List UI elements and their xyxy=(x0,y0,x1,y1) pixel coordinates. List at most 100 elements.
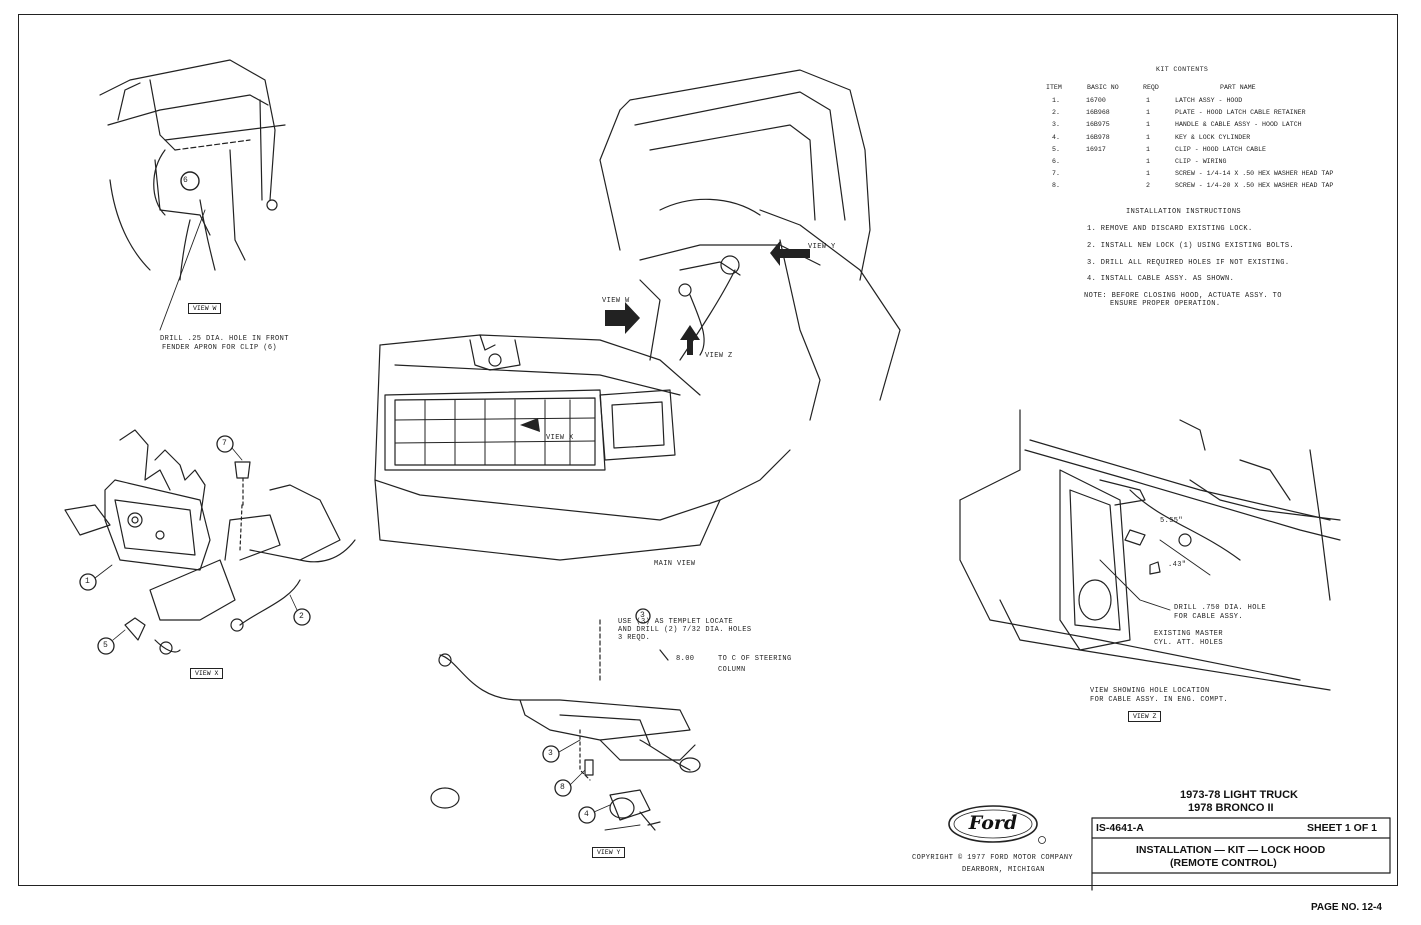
kit-cell-reqd: 1 xyxy=(1146,170,1150,178)
kit-cell-basic-no: 16B975 xyxy=(1086,121,1110,129)
view-y-label: VIEW Y xyxy=(592,847,626,858)
sheet-number: SHEET 1 OF 1 xyxy=(1307,822,1378,834)
view-z-master-line2: CYL. ATT. HOLES xyxy=(1154,639,1224,647)
view-z-drill-line1: DRILL .750 DIA. HOLE xyxy=(1174,604,1267,612)
kit-cell-part-name: SCREW - 1/4-14 X .50 HEX WASHER HEAD TAP xyxy=(1175,170,1334,178)
kit-cell-part-name: PLATE - HOOD LATCH CABLE RETAINER xyxy=(1175,109,1306,117)
instruction-step-4: 4. INSTALL CABLE ASSY. AS SHOWN. xyxy=(1087,275,1235,283)
kit-cell-basic-no: 16917 xyxy=(1086,145,1106,153)
kit-cell-basic-no: 16700 xyxy=(1086,97,1106,104)
view-y-dimension: 8.00 xyxy=(676,655,695,663)
copyright-line1: COPYRIGHT © 1977 FORD MOTOR COMPANY xyxy=(912,854,1074,862)
drawing-frame xyxy=(18,14,1398,886)
kit-header-part: PART NAME xyxy=(1220,84,1256,91)
view-z-label: VIEW Z xyxy=(1128,711,1162,722)
kit-header-reqd: REQD xyxy=(1143,84,1159,91)
main-view-drawing xyxy=(374,69,901,561)
instruction-step-1: 1. REMOVE AND DISCARD EXISTING LOCK. xyxy=(1087,225,1253,233)
kit-cell-reqd: 1 xyxy=(1146,158,1150,165)
kit-cell-item: 7. xyxy=(1052,170,1060,178)
main-view-y-label: VIEW Y xyxy=(808,243,836,251)
view-y-drawing xyxy=(430,619,701,831)
view-z-drill-line2: FOR CABLE ASSY. xyxy=(1174,613,1244,621)
kit-row: 4. 16B978 1 KEY & LOCK CYLINDER xyxy=(1040,134,1360,145)
view-w-drawing xyxy=(99,59,286,331)
view-z-caption-line1: VIEW SHOWING HOLE LOCATION xyxy=(1090,687,1210,695)
view-x-drawing xyxy=(64,429,356,655)
view-y-item-3-top: 3 xyxy=(640,611,646,620)
instructions-title: INSTALLATION INSTRUCTIONS xyxy=(1126,208,1242,216)
view-x-item-5: 5 xyxy=(103,641,109,650)
kit-cell-reqd: 2 xyxy=(1146,182,1150,190)
view-y-templet-line3: 3 REQD. xyxy=(618,634,651,642)
kit-header-row: ITEM BASIC NO REQD PART NAME xyxy=(1040,84,1360,95)
kit-row: 5. 16917 1 CLIP - HOOD LATCH CABLE xyxy=(1040,146,1360,157)
instruction-step-3: 3. DRILL ALL REQUIRED HOLES IF NOT EXIST… xyxy=(1087,259,1290,267)
kit-cell-reqd: 1 xyxy=(1146,133,1150,141)
view-z-caption-line2: FOR CABLE ASSY. IN ENG. COMPT. xyxy=(1090,696,1229,704)
kit-cell-part-name: HANDLE & CABLE ASSY - HOOD LATCH xyxy=(1175,121,1302,129)
drawing-number: IS-4641-A xyxy=(1096,822,1144,834)
kit-header-item: ITEM xyxy=(1046,84,1062,91)
vehicle-line1: 1973-78 LIGHT TRUCK xyxy=(1180,789,1298,801)
main-view-w-label: VIEW W xyxy=(602,297,630,305)
instruction-note-line2: ENSURE PROPER OPERATION. xyxy=(1110,300,1221,308)
view-z-drawing xyxy=(959,409,1341,691)
kit-cell-item: 8. xyxy=(1052,182,1060,190)
instruction-note-line1: NOTE: BEFORE CLOSING HOOD, ACTUATE ASSY.… xyxy=(1084,292,1282,300)
view-y-templet-line1: USE (3) AS TEMPLET LOCATE xyxy=(618,618,734,626)
kit-row: 7. 1 SCREW - 1/4-14 X .50 HEX WASHER HEAD … xyxy=(1040,170,1360,181)
view-w-callout-line2: FENDER APRON FOR CLIP (6) xyxy=(162,344,278,352)
view-y-dim-line2: COLUMN xyxy=(718,666,746,674)
view-y-item-4: 4 xyxy=(584,810,590,819)
view-y-item-8: 8 xyxy=(560,783,566,792)
view-y-dim-line1: TO C OF STEERING xyxy=(718,655,792,663)
view-z-dim2: .43" xyxy=(1168,561,1187,569)
kit-header-basic: BASIC NO xyxy=(1087,84,1119,91)
kit-cell-item: 3. xyxy=(1052,121,1060,129)
view-w-item-6: 6 xyxy=(183,176,189,185)
kit-cell-part-name: CLIP - HOOD LATCH CABLE xyxy=(1175,145,1267,153)
view-y-item-3: 3 xyxy=(548,749,554,758)
kit-row: 6. 1 CLIP - WIRING xyxy=(1040,158,1360,169)
view-w-label: VIEW W xyxy=(188,303,222,314)
main-view-label: MAIN VIEW xyxy=(654,560,696,568)
kit-cell-item: 1. xyxy=(1052,97,1060,104)
instruction-step-2: 2. INSTALL NEW LOCK (1) USING EXISTING B… xyxy=(1087,242,1295,250)
ford-logo: Ford xyxy=(968,812,1018,834)
kit-cell-basic-no: 16B968 xyxy=(1086,109,1110,117)
kit-cell-item: 4. xyxy=(1052,133,1060,141)
kit-cell-part-name: LATCH ASSY - HOOD xyxy=(1175,97,1243,104)
view-x-item-2: 2 xyxy=(299,612,305,621)
kit-cell-item: 5. xyxy=(1052,145,1060,153)
view-x-label: VIEW X xyxy=(190,668,224,679)
kit-cell-reqd: 1 xyxy=(1146,121,1150,129)
view-z-master-line1: EXISTING MASTER xyxy=(1154,630,1224,638)
view-x-item-7: 7 xyxy=(222,439,228,448)
copyright-line2: DEARBORN, MICHIGAN xyxy=(962,866,1045,874)
view-w-callout-line1: DRILL .25 DIA. HOLE IN FRONT xyxy=(160,335,289,343)
kit-row: 1. 16700 1 LATCH ASSY - HOOD xyxy=(1040,97,1360,108)
view-z-dim1: 5.55" xyxy=(1160,517,1184,525)
view-y-templet-line2: AND DRILL (2) 7/32 DIA. HOLES xyxy=(618,626,752,634)
kit-contents-title: KIT CONTENTS xyxy=(1156,66,1209,73)
main-view-z-label: VIEW Z xyxy=(705,352,733,360)
drawing-title-line1: INSTALLATION — KIT — LOCK HOOD xyxy=(1136,844,1326,856)
view-x-item-1: 1 xyxy=(85,577,91,586)
kit-cell-basic-no: 16B978 xyxy=(1086,133,1110,141)
main-view-x-label: VIEW X xyxy=(546,434,574,442)
kit-cell-part-name: KEY & LOCK CYLINDER xyxy=(1175,133,1251,141)
drawing-title-line2: (REMOTE CONTROL) xyxy=(1170,857,1277,869)
kit-cell-reqd: 1 xyxy=(1146,97,1150,104)
kit-row: 8. 2 SCREW - 1/4-20 X .50 HEX WASHER HEAD … xyxy=(1040,182,1360,193)
kit-cell-part-name: CLIP - WIRING xyxy=(1175,158,1227,165)
kit-cell-part-name: SCREW - 1/4-20 X .50 HEX WASHER HEAD TAP xyxy=(1175,182,1334,190)
vehicle-line2: 1978 BRONCO II xyxy=(1188,802,1274,814)
kit-cell-reqd: 1 xyxy=(1146,145,1150,153)
kit-row: 3. 16B975 1 HANDLE & CABLE ASSY - HOOD LATC… xyxy=(1040,121,1360,132)
kit-cell-item: 6. xyxy=(1052,158,1060,165)
page-number: PAGE NO. 12-4 xyxy=(1311,902,1382,913)
